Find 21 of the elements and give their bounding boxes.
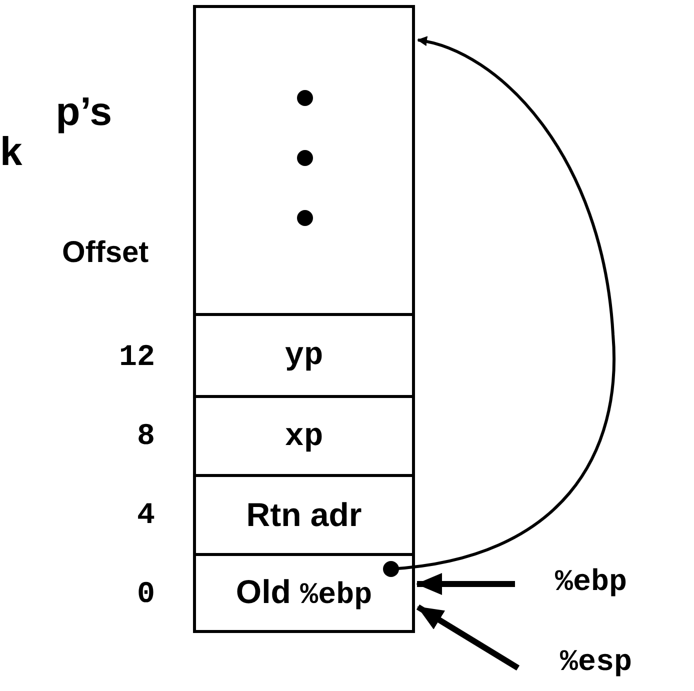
offset-number: 4 [136, 501, 155, 531]
cell-text: Rtn adr [246, 496, 362, 534]
offset-number: 12 [118, 343, 155, 373]
heading-text: k [0, 132, 22, 172]
stack-cell [193, 553, 415, 633]
stack-cell [193, 5, 415, 316]
stack-cell [193, 313, 415, 398]
arrow [416, 573, 515, 595]
stack-cell [193, 474, 415, 556]
register-label: %esp [560, 648, 632, 678]
cell-text: xp [284, 418, 324, 454]
stack-cell [193, 395, 415, 477]
heading-text: p’s [56, 92, 112, 132]
register-label: %ebp [555, 568, 628, 598]
cell-text: Old %ebp [236, 573, 372, 613]
offset-number: 0 [136, 580, 155, 610]
arrow [416, 604, 520, 671]
offset-number: 8 [136, 422, 155, 452]
arrow [383, 37, 616, 577]
cell-text: yp [284, 337, 324, 374]
axis-label: Offset [62, 238, 149, 268]
